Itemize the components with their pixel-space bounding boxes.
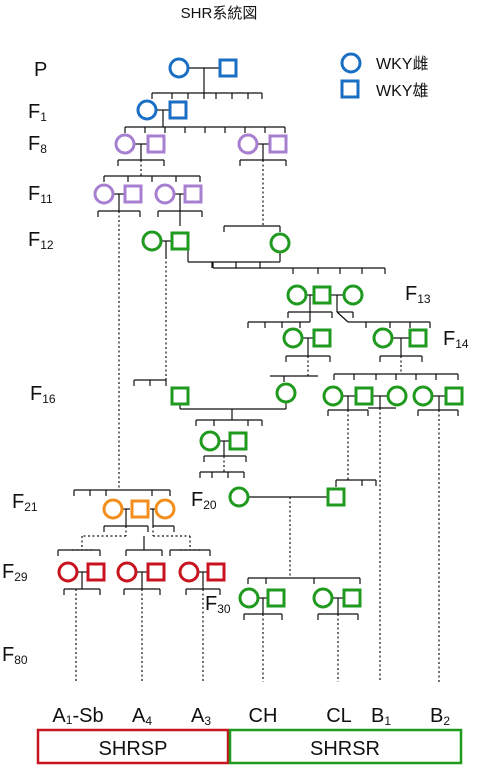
f30-ch-female bbox=[238, 587, 260, 609]
p-male bbox=[218, 58, 238, 78]
f16-right-female-1 bbox=[322, 385, 344, 407]
f8-right-female bbox=[237, 133, 259, 155]
f1-female bbox=[136, 99, 158, 121]
f21-male bbox=[130, 499, 150, 519]
strain-label-a1sb: A1-Sb bbox=[52, 705, 103, 727]
f29-a1-female bbox=[57, 561, 79, 583]
f30-cl-female bbox=[312, 587, 334, 609]
f14-left-male bbox=[312, 328, 332, 348]
f12-right-female bbox=[269, 232, 291, 254]
f16-right-male-2 bbox=[444, 386, 464, 406]
strain-label-ch: CH bbox=[249, 705, 278, 727]
legend-male-symbol bbox=[340, 79, 360, 99]
f11-left-male bbox=[123, 184, 143, 204]
diagram-title: SHR系統図 bbox=[181, 5, 258, 22]
strain-label-b1: B1 bbox=[371, 705, 391, 728]
strain-label-cl: CL bbox=[326, 705, 352, 727]
lineage-lines bbox=[57, 67, 459, 682]
f30-ch-male bbox=[266, 588, 286, 608]
f20-male bbox=[326, 487, 346, 507]
generation-label-f20: F20 bbox=[191, 489, 217, 512]
generation-label-f80: F80 bbox=[2, 644, 28, 667]
f16-right-female-2 bbox=[386, 385, 408, 407]
f29-a4-female bbox=[116, 561, 138, 583]
generation-label-f1: F1 bbox=[28, 101, 47, 124]
generation-label-f16: F16 bbox=[30, 383, 56, 406]
f14-right-male bbox=[408, 328, 428, 348]
individuals bbox=[57, 57, 464, 609]
f11-right-male bbox=[183, 184, 203, 204]
generation-label-f29: F29 bbox=[2, 561, 28, 584]
legend: WKY雌 WKY雄 bbox=[340, 52, 428, 100]
generation-label-p: P bbox=[34, 59, 47, 81]
f8-left-male bbox=[146, 134, 166, 154]
f13-female-1 bbox=[286, 284, 308, 306]
f30-cl-male bbox=[342, 588, 362, 608]
f29-a3-female bbox=[178, 561, 200, 583]
f16-left-male bbox=[170, 386, 190, 406]
generation-label-f14: F14 bbox=[443, 328, 469, 351]
legend-male-label: WKY雄 bbox=[376, 82, 428, 100]
strain-label-a3: A3 bbox=[191, 705, 211, 728]
f12-male bbox=[170, 231, 190, 251]
f13-female-2 bbox=[342, 284, 364, 306]
generation-label-f13: F13 bbox=[405, 283, 431, 306]
legend-female-label: WKY雌 bbox=[376, 55, 428, 73]
shrsp-box bbox=[36, 728, 230, 765]
f1-male bbox=[168, 100, 188, 120]
generation-label-f21: F21 bbox=[12, 491, 38, 514]
f16-right-male-1 bbox=[354, 386, 374, 406]
f16-left-female bbox=[275, 382, 297, 404]
strain-label-b2: B2 bbox=[430, 705, 450, 728]
generation-labels: P F1 F8 F11 F12 F13 F14 F16 F20 F21 F29 … bbox=[2, 59, 469, 667]
f14-right-female bbox=[372, 327, 394, 349]
f13-male bbox=[312, 285, 332, 305]
p-female bbox=[168, 57, 190, 79]
f21-female-2 bbox=[154, 498, 176, 520]
f17-female bbox=[199, 430, 221, 452]
generation-label-f8: F8 bbox=[28, 133, 47, 156]
strain-labels: A1-Sb A4 A3 CH CL B1 B2 bbox=[52, 705, 450, 728]
f29-a1-male bbox=[86, 562, 106, 582]
f8-right-male bbox=[268, 134, 288, 154]
generation-label-f30: F30 bbox=[205, 593, 231, 616]
shrsr-box bbox=[228, 728, 463, 765]
f16-right-female-3 bbox=[412, 385, 434, 407]
f29-a4-male bbox=[146, 562, 166, 582]
generation-label-f11: F11 bbox=[28, 183, 53, 206]
f14-left-female bbox=[282, 327, 304, 349]
f11-right-female bbox=[154, 183, 176, 205]
strain-label-a4: A4 bbox=[132, 705, 152, 728]
generation-label-f12: F12 bbox=[28, 229, 54, 252]
shrsp-label: SHRSP bbox=[99, 738, 168, 760]
f21-female-1 bbox=[102, 498, 124, 520]
f29-a3-male bbox=[206, 562, 226, 582]
shrsr-label: SHRSR bbox=[310, 738, 380, 760]
f8-left-female bbox=[114, 133, 136, 155]
f12-female bbox=[141, 230, 163, 252]
f17-male bbox=[228, 431, 248, 451]
f20-female bbox=[228, 486, 250, 508]
legend-female-symbol bbox=[340, 52, 362, 74]
f11-left-female bbox=[93, 183, 115, 205]
group-boxes: SHRSP SHRSR bbox=[36, 728, 463, 765]
